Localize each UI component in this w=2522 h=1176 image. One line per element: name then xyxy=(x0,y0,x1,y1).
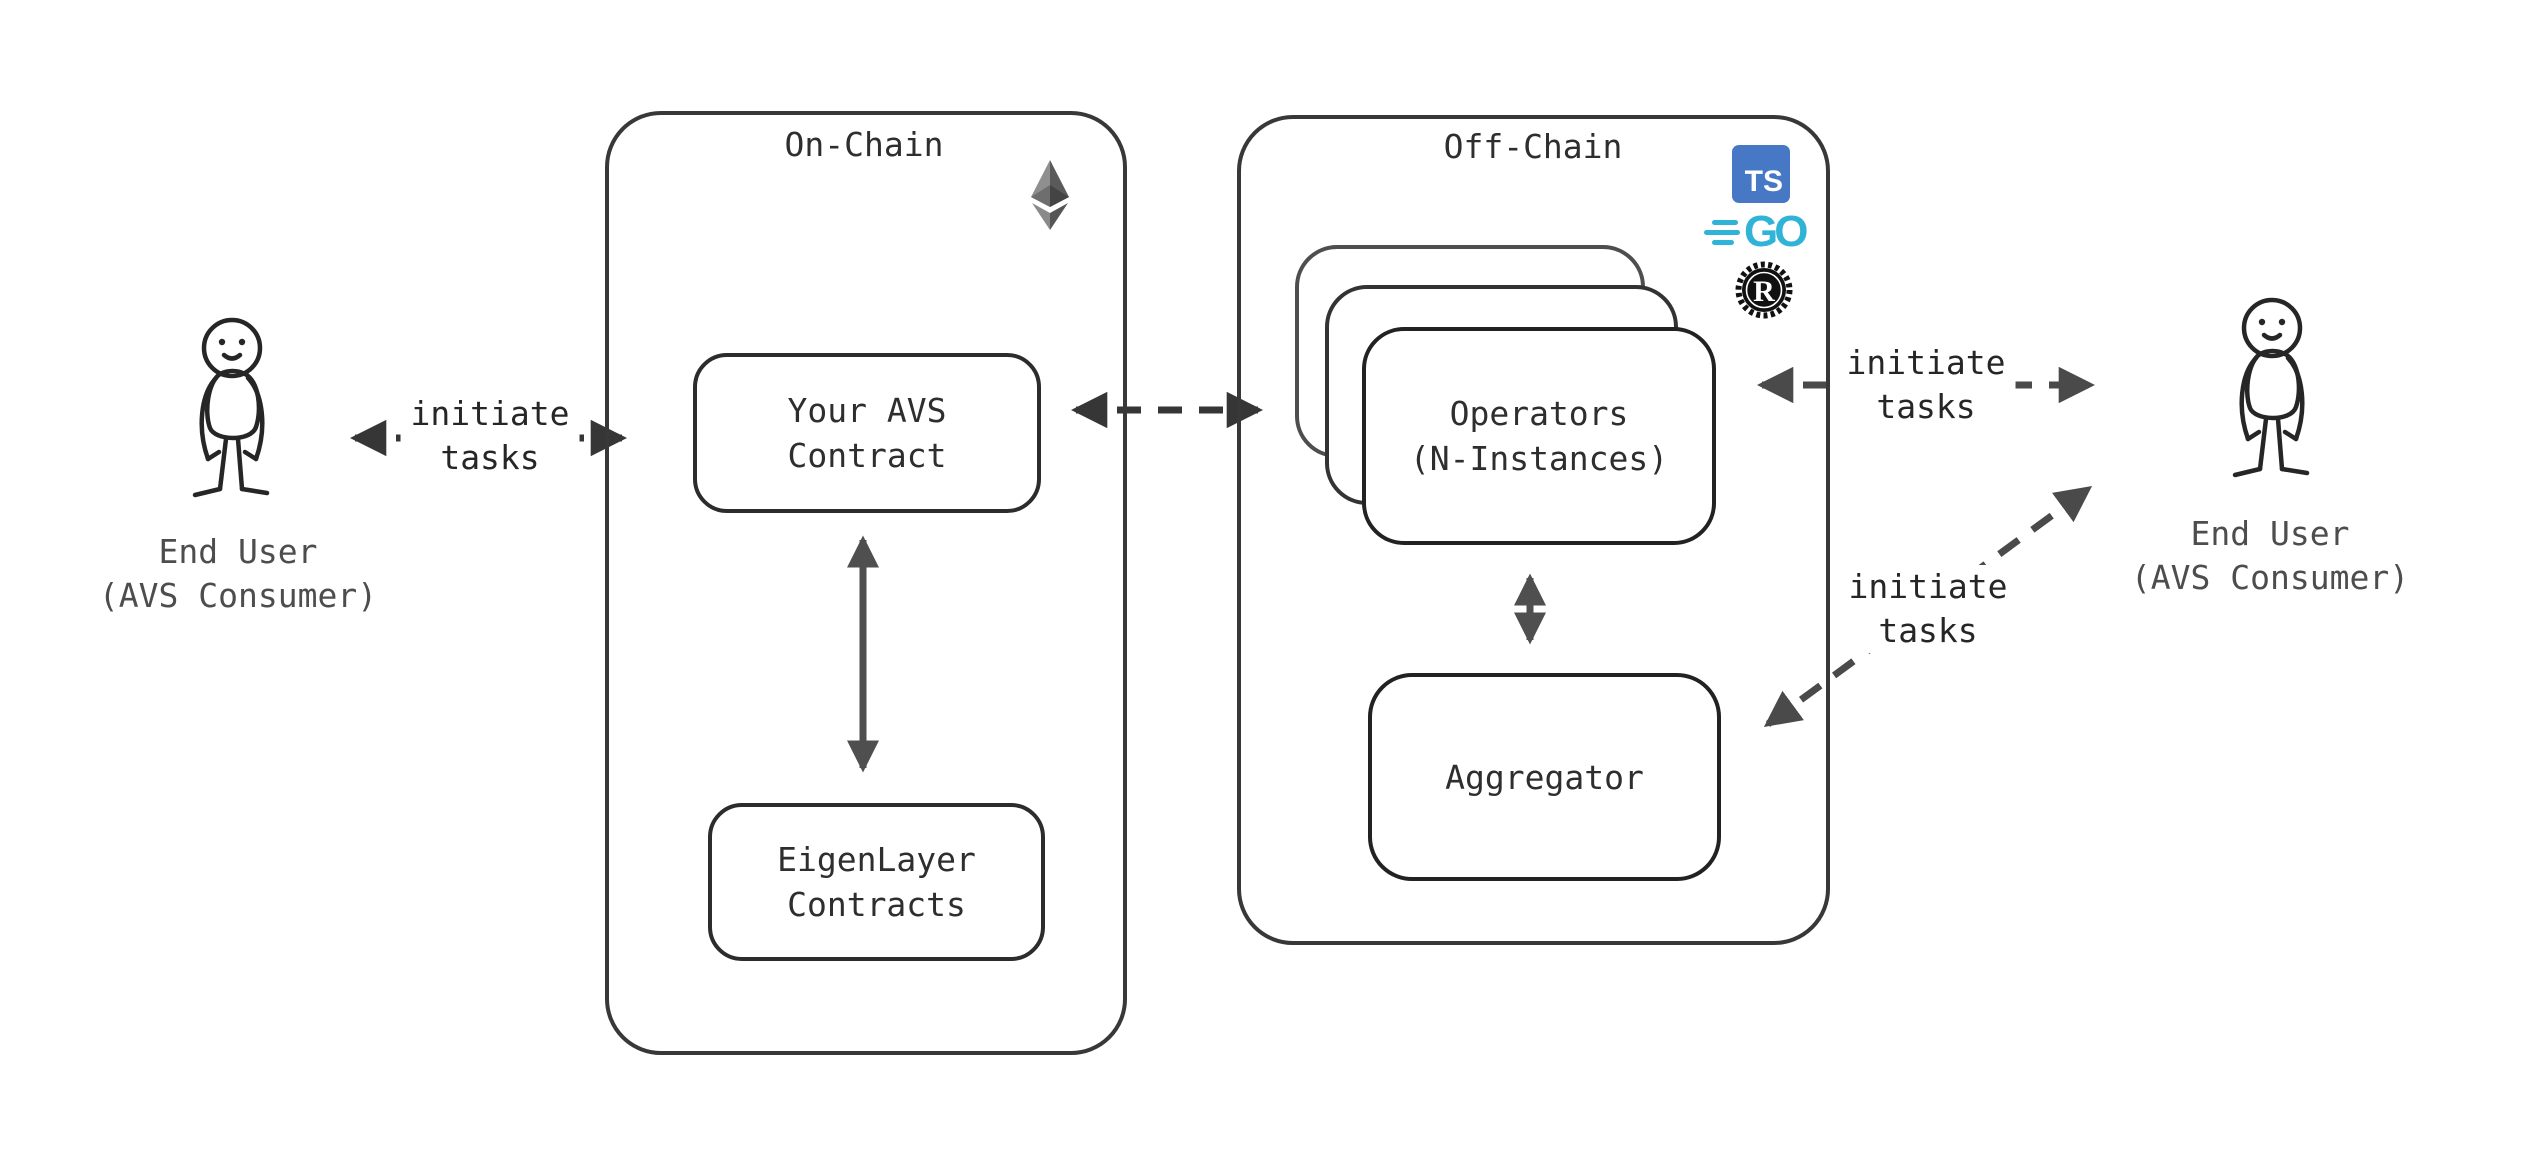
initiate-tasks-top-right-line2: tasks xyxy=(1876,387,1976,426)
node-operators-label: Operators (N-Instances) xyxy=(1409,394,1669,478)
end-user-left-line1: End User xyxy=(158,532,318,571)
svg-text:R: R xyxy=(1753,275,1775,308)
initiate-tasks-left-line1: initiate xyxy=(410,394,570,433)
initiate-tasks-bottom-right-line1: initiate xyxy=(1848,567,2008,606)
node-aggregator: Aggregator xyxy=(1368,673,1721,881)
node-operators: Operators (N-Instances) xyxy=(1362,327,1716,545)
node-aggregator-label: Aggregator xyxy=(1445,757,1644,797)
end-user-right-line1: End User xyxy=(2190,514,2350,553)
node-your-avs-contract-label: Your AVS Contract xyxy=(787,391,947,475)
go-icon: GO xyxy=(1704,207,1808,256)
off-chain-title: Off-Chain xyxy=(1443,127,1623,166)
ethereum-icon xyxy=(1031,160,1069,230)
initiate-tasks-bottom-right-line2: tasks xyxy=(1878,611,1978,650)
node-eigenlayer-contracts-label: EigenLayer Contracts xyxy=(777,840,976,924)
rust-icon: R xyxy=(1735,261,1793,319)
off-chain-group-box xyxy=(1237,115,1830,945)
go-icon-text: GO xyxy=(1744,207,1808,256)
initiate-tasks-label-top-right: initiate tasks xyxy=(1836,341,2016,429)
on-chain-group-box xyxy=(605,111,1127,1055)
end-user-right-figure xyxy=(2232,297,2310,478)
end-user-right-line2: (AVS Consumer) xyxy=(2130,558,2410,597)
initiate-tasks-left-line2: tasks xyxy=(440,438,540,477)
end-user-left-label: End User (AVS Consumer) xyxy=(99,530,377,618)
typescript-icon: TS xyxy=(1732,145,1790,203)
end-user-left-line2: (AVS Consumer) xyxy=(98,576,378,615)
initiate-tasks-label-left: initiate tasks xyxy=(400,392,580,480)
typescript-icon-text: TS xyxy=(1744,165,1783,198)
initiate-tasks-top-right-line1: initiate xyxy=(1846,343,2006,382)
initiate-tasks-label-bottom-right: initiate tasks xyxy=(1838,565,2018,653)
end-user-left-figure xyxy=(192,317,270,498)
node-eigenlayer-contracts: EigenLayer Contracts xyxy=(708,803,1045,961)
node-your-avs-contract: Your AVS Contract xyxy=(693,353,1041,513)
end-user-right-label: End User (AVS Consumer) xyxy=(2131,512,2409,600)
go-icon-speedlines xyxy=(1704,219,1740,245)
on-chain-title: On-Chain xyxy=(784,125,944,164)
